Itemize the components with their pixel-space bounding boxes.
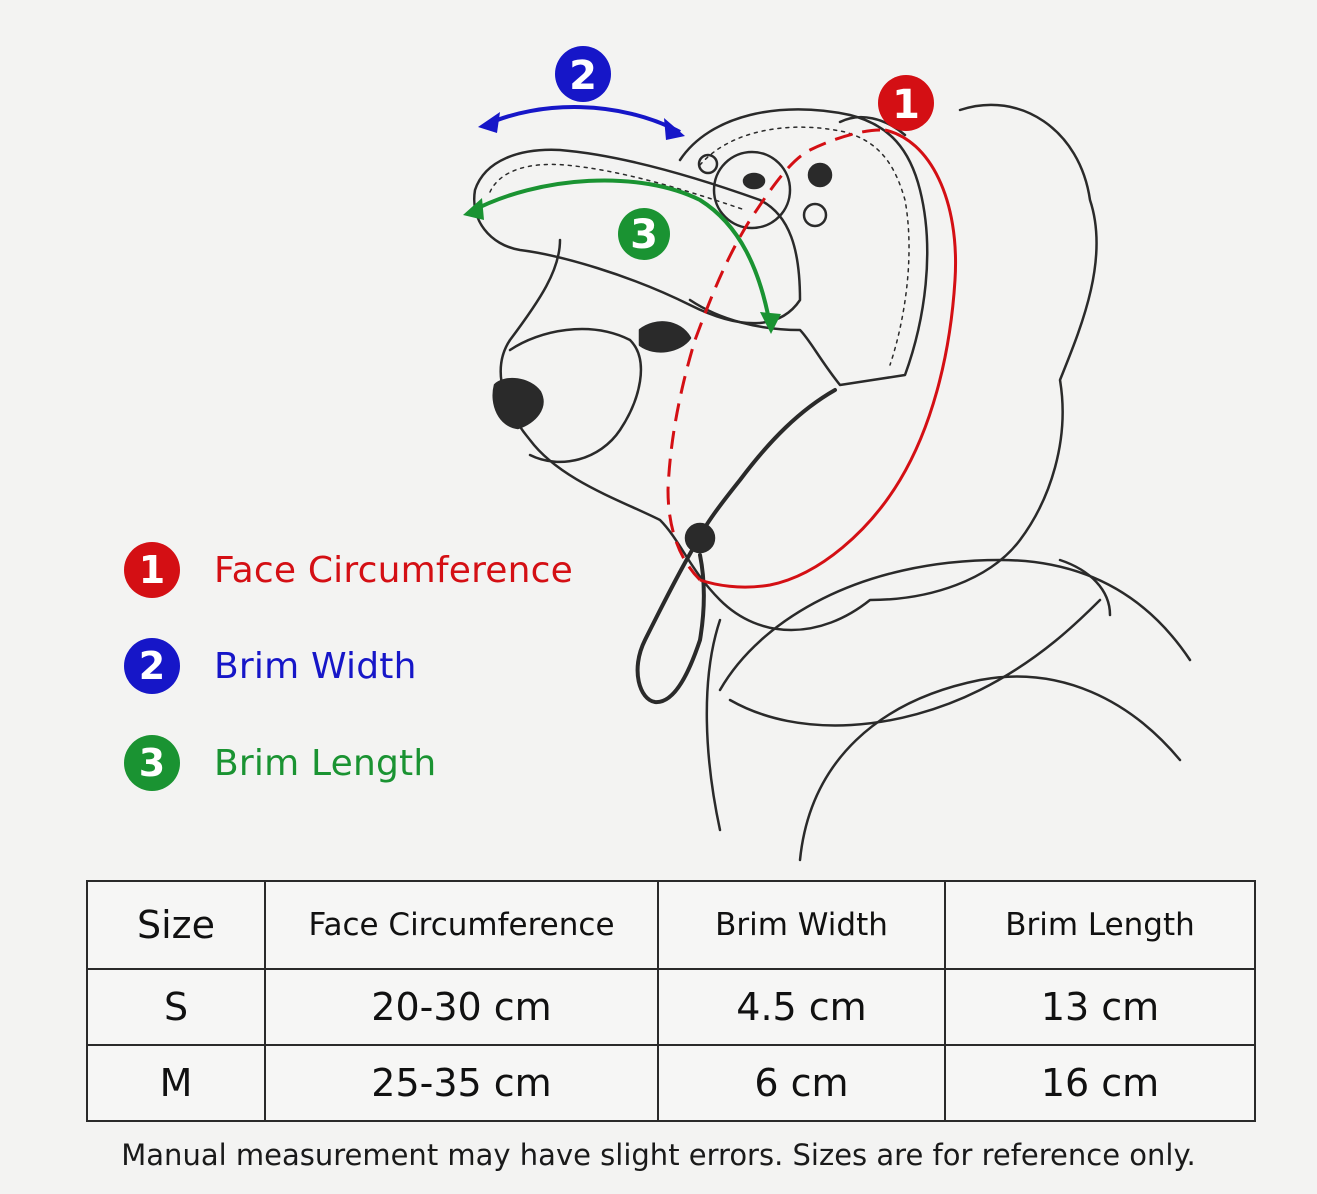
size-table: Size Face Circumference Brim Width Brim …	[86, 880, 1256, 1122]
brim-length-measure	[463, 178, 781, 334]
bear-eye	[807, 162, 833, 188]
dog-ear	[838, 115, 907, 137]
marker-2-number: 2	[569, 53, 597, 99]
marker-3-number: 3	[630, 212, 658, 258]
header-brim-length: Brim Length	[944, 880, 1256, 970]
bear-face	[712, 150, 792, 230]
cell-face-circumference: 20-30 cm	[264, 968, 659, 1046]
bear-nose	[742, 172, 766, 190]
table-row: S 20-30 cm 4.5 cm 13 cm	[86, 968, 1256, 1046]
marker-2: 2	[555, 46, 611, 102]
cell-brim-width: 6 cm	[657, 1044, 946, 1122]
dog-chest-fluff	[705, 618, 722, 832]
marker-1: 1	[878, 75, 934, 131]
legend-item-face-circumference: 1 Face Circumference	[124, 540, 573, 600]
face-measure-loop	[699, 128, 958, 589]
cap-crown-stitch	[699, 126, 910, 366]
header-brim-width: Brim Width	[657, 880, 946, 970]
header-size: Size	[86, 880, 266, 970]
brim-length-arrow-right	[760, 312, 781, 334]
cap-crown	[678, 108, 929, 387]
legend-number-3: 3	[138, 741, 166, 785]
strap-toggle	[684, 522, 716, 554]
legend-badge-2: 2	[124, 638, 180, 694]
brim-length-arc	[469, 178, 772, 326]
cell-size: S	[86, 968, 266, 1046]
dog-muzzle	[508, 327, 643, 464]
dog-cap-illustration: 1 2 3	[463, 46, 1192, 862]
brim-width-arrow-left	[478, 112, 500, 133]
bear-cheek-right	[802, 202, 828, 228]
hoodie-shoulder	[798, 675, 1182, 862]
brim-width-arrow-right	[664, 118, 685, 140]
legend-badge-3: 3	[124, 735, 180, 791]
legend-item-brim-width: 2 Brim Width	[124, 636, 417, 696]
legend-label-1: Face Circumference	[214, 549, 574, 591]
legend-number-2: 2	[138, 644, 166, 688]
bear-cheek-left	[697, 153, 719, 175]
brim-length-arrow-left	[463, 198, 484, 220]
dog-nose	[492, 377, 544, 430]
brim-width-arc	[484, 105, 681, 134]
legend-item-brim-length: 3 Brim Length	[124, 733, 436, 793]
legend-label-3: Brim Length	[214, 742, 437, 784]
hoodie-hood	[1058, 558, 1112, 617]
legend-number-1: 1	[138, 548, 166, 592]
footnote: Manual measurement may have slight error…	[121, 1138, 1196, 1172]
cell-brim-length: 13 cm	[944, 968, 1256, 1046]
table-header-row: Size Face Circumference Brim Width Brim …	[86, 880, 1256, 970]
legend-badge-1: 1	[124, 542, 180, 598]
marker-3: 3	[618, 208, 670, 260]
cell-brim-width: 4.5 cm	[657, 968, 946, 1046]
cell-size: M	[86, 1044, 266, 1122]
face-measure	[666, 128, 958, 589]
hoodie-neck	[728, 598, 1102, 727]
dog-eye	[638, 321, 692, 353]
face-measure-dashed	[666, 128, 881, 582]
chin-strap	[635, 388, 837, 704]
cell-brim-length: 16 cm	[944, 1044, 1256, 1122]
header-face-circumference: Face Circumference	[264, 880, 659, 970]
cell-face-circumference: 25-35 cm	[264, 1044, 659, 1122]
legend-label-2: Brim Width	[214, 645, 417, 687]
table-row: M 25-35 cm 6 cm 16 cm	[86, 1044, 1256, 1122]
cap-brim-stitch	[489, 163, 746, 211]
dog-head-outline	[499, 103, 1098, 632]
brim-width-measure	[478, 105, 685, 140]
hoodie-outline	[718, 558, 1192, 692]
cap-brim	[472, 148, 802, 325]
marker-1-number: 1	[892, 82, 920, 128]
